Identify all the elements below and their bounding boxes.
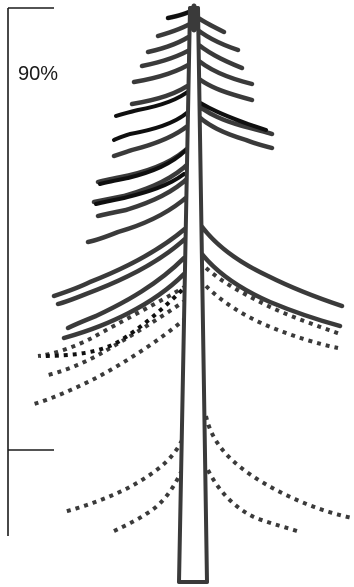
height-bracket	[8, 8, 54, 536]
dotted-branch	[34, 318, 186, 404]
branch	[196, 218, 342, 306]
branch	[196, 246, 340, 326]
branch-dark	[116, 90, 190, 116]
dotted-branch	[64, 440, 182, 512]
branch	[54, 228, 186, 296]
branch	[193, 74, 252, 100]
dotted-branch	[206, 416, 352, 518]
branch	[98, 146, 190, 182]
branch-dark	[114, 112, 188, 140]
dotted-branch	[112, 470, 182, 532]
crown-percentage-label: 90%	[18, 64, 58, 84]
